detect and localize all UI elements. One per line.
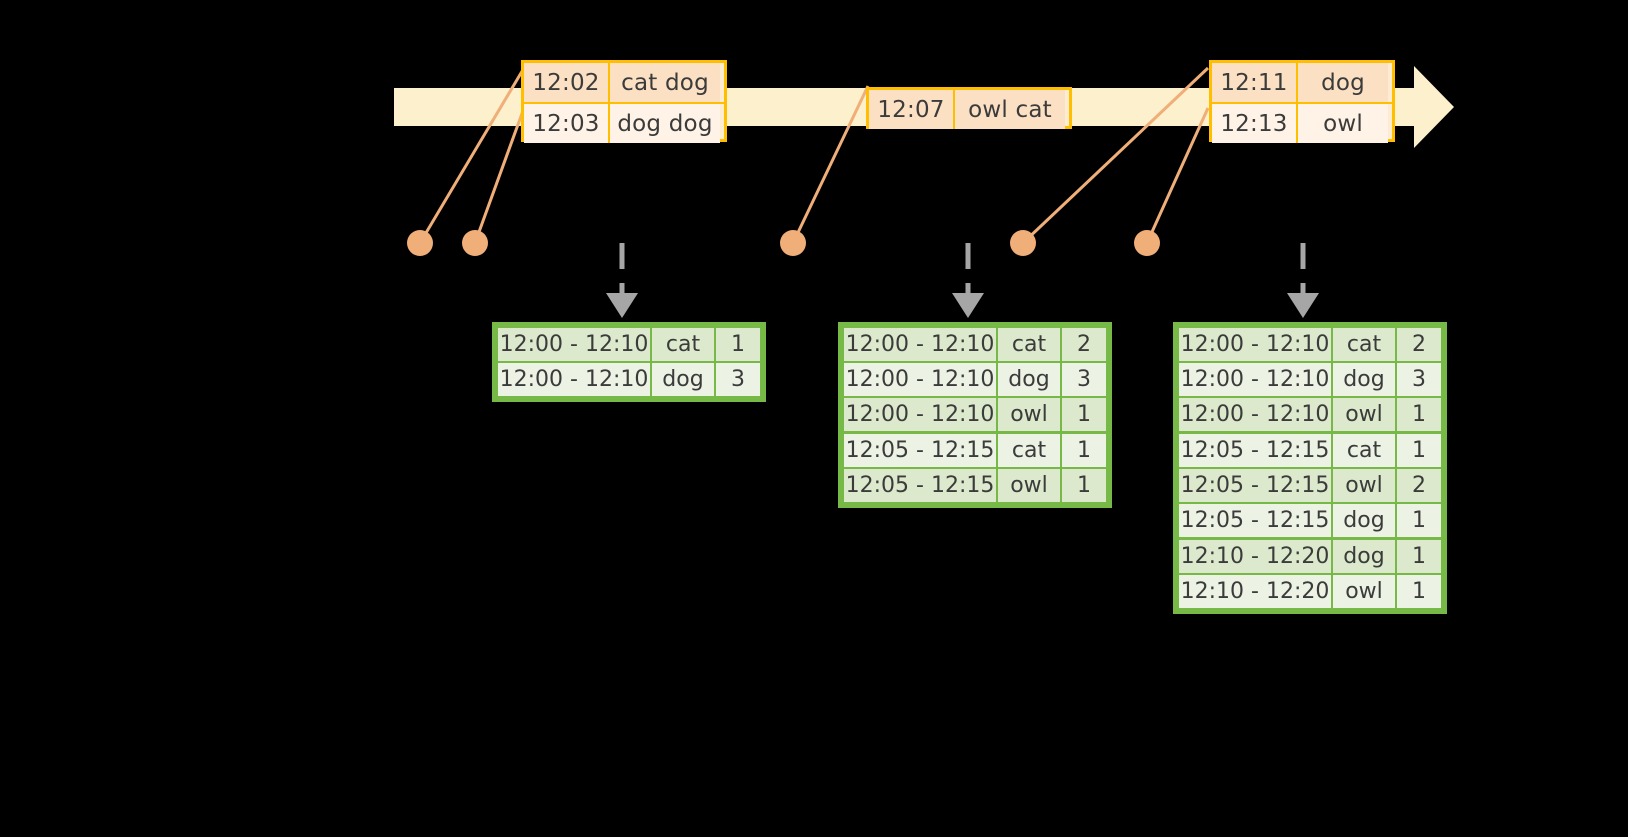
count-cell: 3 — [716, 363, 760, 396]
count-cell: 1 — [1397, 398, 1441, 431]
event-words: dog — [1298, 63, 1388, 102]
word-cell: owl — [998, 469, 1060, 502]
table-row: 12:05 - 12:15 cat 1 — [844, 434, 1106, 467]
count-cell: 1 — [1062, 434, 1106, 467]
table-row: 12:05 - 12:15 dog 1 — [1179, 504, 1441, 537]
window-cell: 12:00 - 12:10 — [844, 363, 996, 396]
table-row: 12:00 - 12:10 cat 2 — [844, 328, 1106, 361]
count-cell: 1 — [1397, 575, 1441, 608]
window-cell: 12:00 - 12:10 — [844, 398, 996, 431]
window-cell: 12:05 - 12:15 — [1179, 434, 1331, 467]
word-cell: cat — [1333, 434, 1395, 467]
event-time: 12:03 — [524, 104, 610, 143]
event-box-group-1: 12:02 cat dog 12:03 dog dog — [521, 60, 727, 143]
event-row: 12:07 owl cat — [869, 90, 1069, 129]
word-cell: owl — [998, 398, 1060, 431]
count-cell: 2 — [1062, 328, 1106, 361]
word-cell: dog — [652, 363, 714, 396]
window-cell: 12:00 - 12:10 — [1179, 328, 1331, 361]
event-dot-3 — [780, 230, 806, 256]
table-row: 12:05 - 12:15 owl 1 — [844, 469, 1106, 502]
event-time: 12:11 — [1212, 63, 1298, 102]
window-cell: 12:05 - 12:15 — [1179, 469, 1331, 502]
word-cell: cat — [998, 328, 1060, 361]
event-time: 12:02 — [524, 63, 610, 102]
window-cell: 12:10 - 12:20 — [1179, 575, 1331, 608]
count-cell: 1 — [1397, 540, 1441, 573]
event-words: owl — [1298, 104, 1388, 143]
result-table-3: 12:00 - 12:10 cat 2 12:00 - 12:10 dog 3 … — [1173, 322, 1447, 614]
word-cell: owl — [1333, 398, 1395, 431]
word-cell: cat — [1333, 328, 1395, 361]
window-cell: 12:00 - 12:10 — [498, 328, 650, 361]
event-words: dog dog — [610, 104, 720, 143]
event-row: 12:03 dog dog — [524, 102, 724, 143]
trigger-arrow-head-3 — [1287, 293, 1319, 318]
count-cell: 2 — [1397, 469, 1441, 502]
window-cell: 12:05 - 12:15 — [844, 469, 996, 502]
table-row: 12:10 - 12:20 dog 1 — [1179, 540, 1441, 573]
table-row: 12:00 - 12:10 cat 1 — [498, 328, 760, 361]
word-cell: dog — [998, 363, 1060, 396]
event-row: 12:11 dog — [1212, 63, 1392, 102]
event-box-group-3: 12:11 dog 12:13 owl — [1209, 60, 1395, 143]
event-row: 12:13 owl — [1212, 102, 1392, 143]
connector-event2-dot2 — [473, 107, 526, 244]
word-cell: dog — [1333, 540, 1395, 573]
window-cell: 12:10 - 12:20 — [1179, 540, 1331, 573]
count-cell: 1 — [1397, 434, 1441, 467]
window-cell: 12:05 - 12:15 — [844, 434, 996, 467]
count-cell: 1 — [1062, 398, 1106, 431]
connector-event5-dot5 — [1145, 107, 1210, 244]
table-row: 12:10 - 12:20 owl 1 — [1179, 575, 1441, 608]
table-row: 12:00 - 12:10 dog 3 — [1179, 363, 1441, 396]
event-dot-2 — [462, 230, 488, 256]
event-words: owl cat — [955, 90, 1065, 129]
event-dot-1 — [407, 230, 433, 256]
event-dot-5 — [1134, 230, 1160, 256]
word-cell: owl — [1333, 575, 1395, 608]
window-cell: 12:00 - 12:10 — [1179, 363, 1331, 396]
event-time: 12:13 — [1212, 104, 1298, 143]
event-row: 12:02 cat dog — [524, 63, 724, 102]
count-cell: 3 — [1397, 363, 1441, 396]
word-cell: cat — [998, 434, 1060, 467]
table-row: 12:05 - 12:15 cat 1 — [1179, 434, 1441, 467]
count-cell: 2 — [1397, 328, 1441, 361]
trigger-arrow-head-2 — [952, 293, 984, 318]
timeline-arrowhead — [1414, 66, 1454, 148]
event-words: cat dog — [610, 63, 720, 102]
trigger-arrow-head-1 — [606, 293, 638, 318]
table-row: 12:00 - 12:10 dog 3 — [498, 363, 760, 396]
word-cell: owl — [1333, 469, 1395, 502]
count-cell: 1 — [1397, 504, 1441, 537]
event-box-group-2: 12:07 owl cat — [866, 87, 1072, 129]
count-cell: 1 — [716, 328, 760, 361]
table-row: 12:05 - 12:15 owl 2 — [1179, 469, 1441, 502]
word-cell: dog — [1333, 363, 1395, 396]
window-cell: 12:00 - 12:10 — [1179, 398, 1331, 431]
table-row: 12:00 - 12:10 dog 3 — [844, 363, 1106, 396]
table-row: 12:00 - 12:10 owl 1 — [844, 398, 1106, 431]
result-table-2: 12:00 - 12:10 cat 2 12:00 - 12:10 dog 3 … — [838, 322, 1112, 508]
table-row: 12:00 - 12:10 cat 2 — [1179, 328, 1441, 361]
result-table-1: 12:00 - 12:10 cat 1 12:00 - 12:10 dog 3 — [492, 322, 766, 402]
table-row: 12:00 - 12:10 owl 1 — [1179, 398, 1441, 431]
count-cell: 3 — [1062, 363, 1106, 396]
count-cell: 1 — [1062, 469, 1106, 502]
event-time: 12:07 — [869, 90, 955, 129]
event-dot-4 — [1010, 230, 1036, 256]
window-cell: 12:00 - 12:10 — [844, 328, 996, 361]
window-cell: 12:00 - 12:10 — [498, 363, 650, 396]
word-cell: cat — [652, 328, 714, 361]
window-cell: 12:05 - 12:15 — [1179, 504, 1331, 537]
word-cell: dog — [1333, 504, 1395, 537]
